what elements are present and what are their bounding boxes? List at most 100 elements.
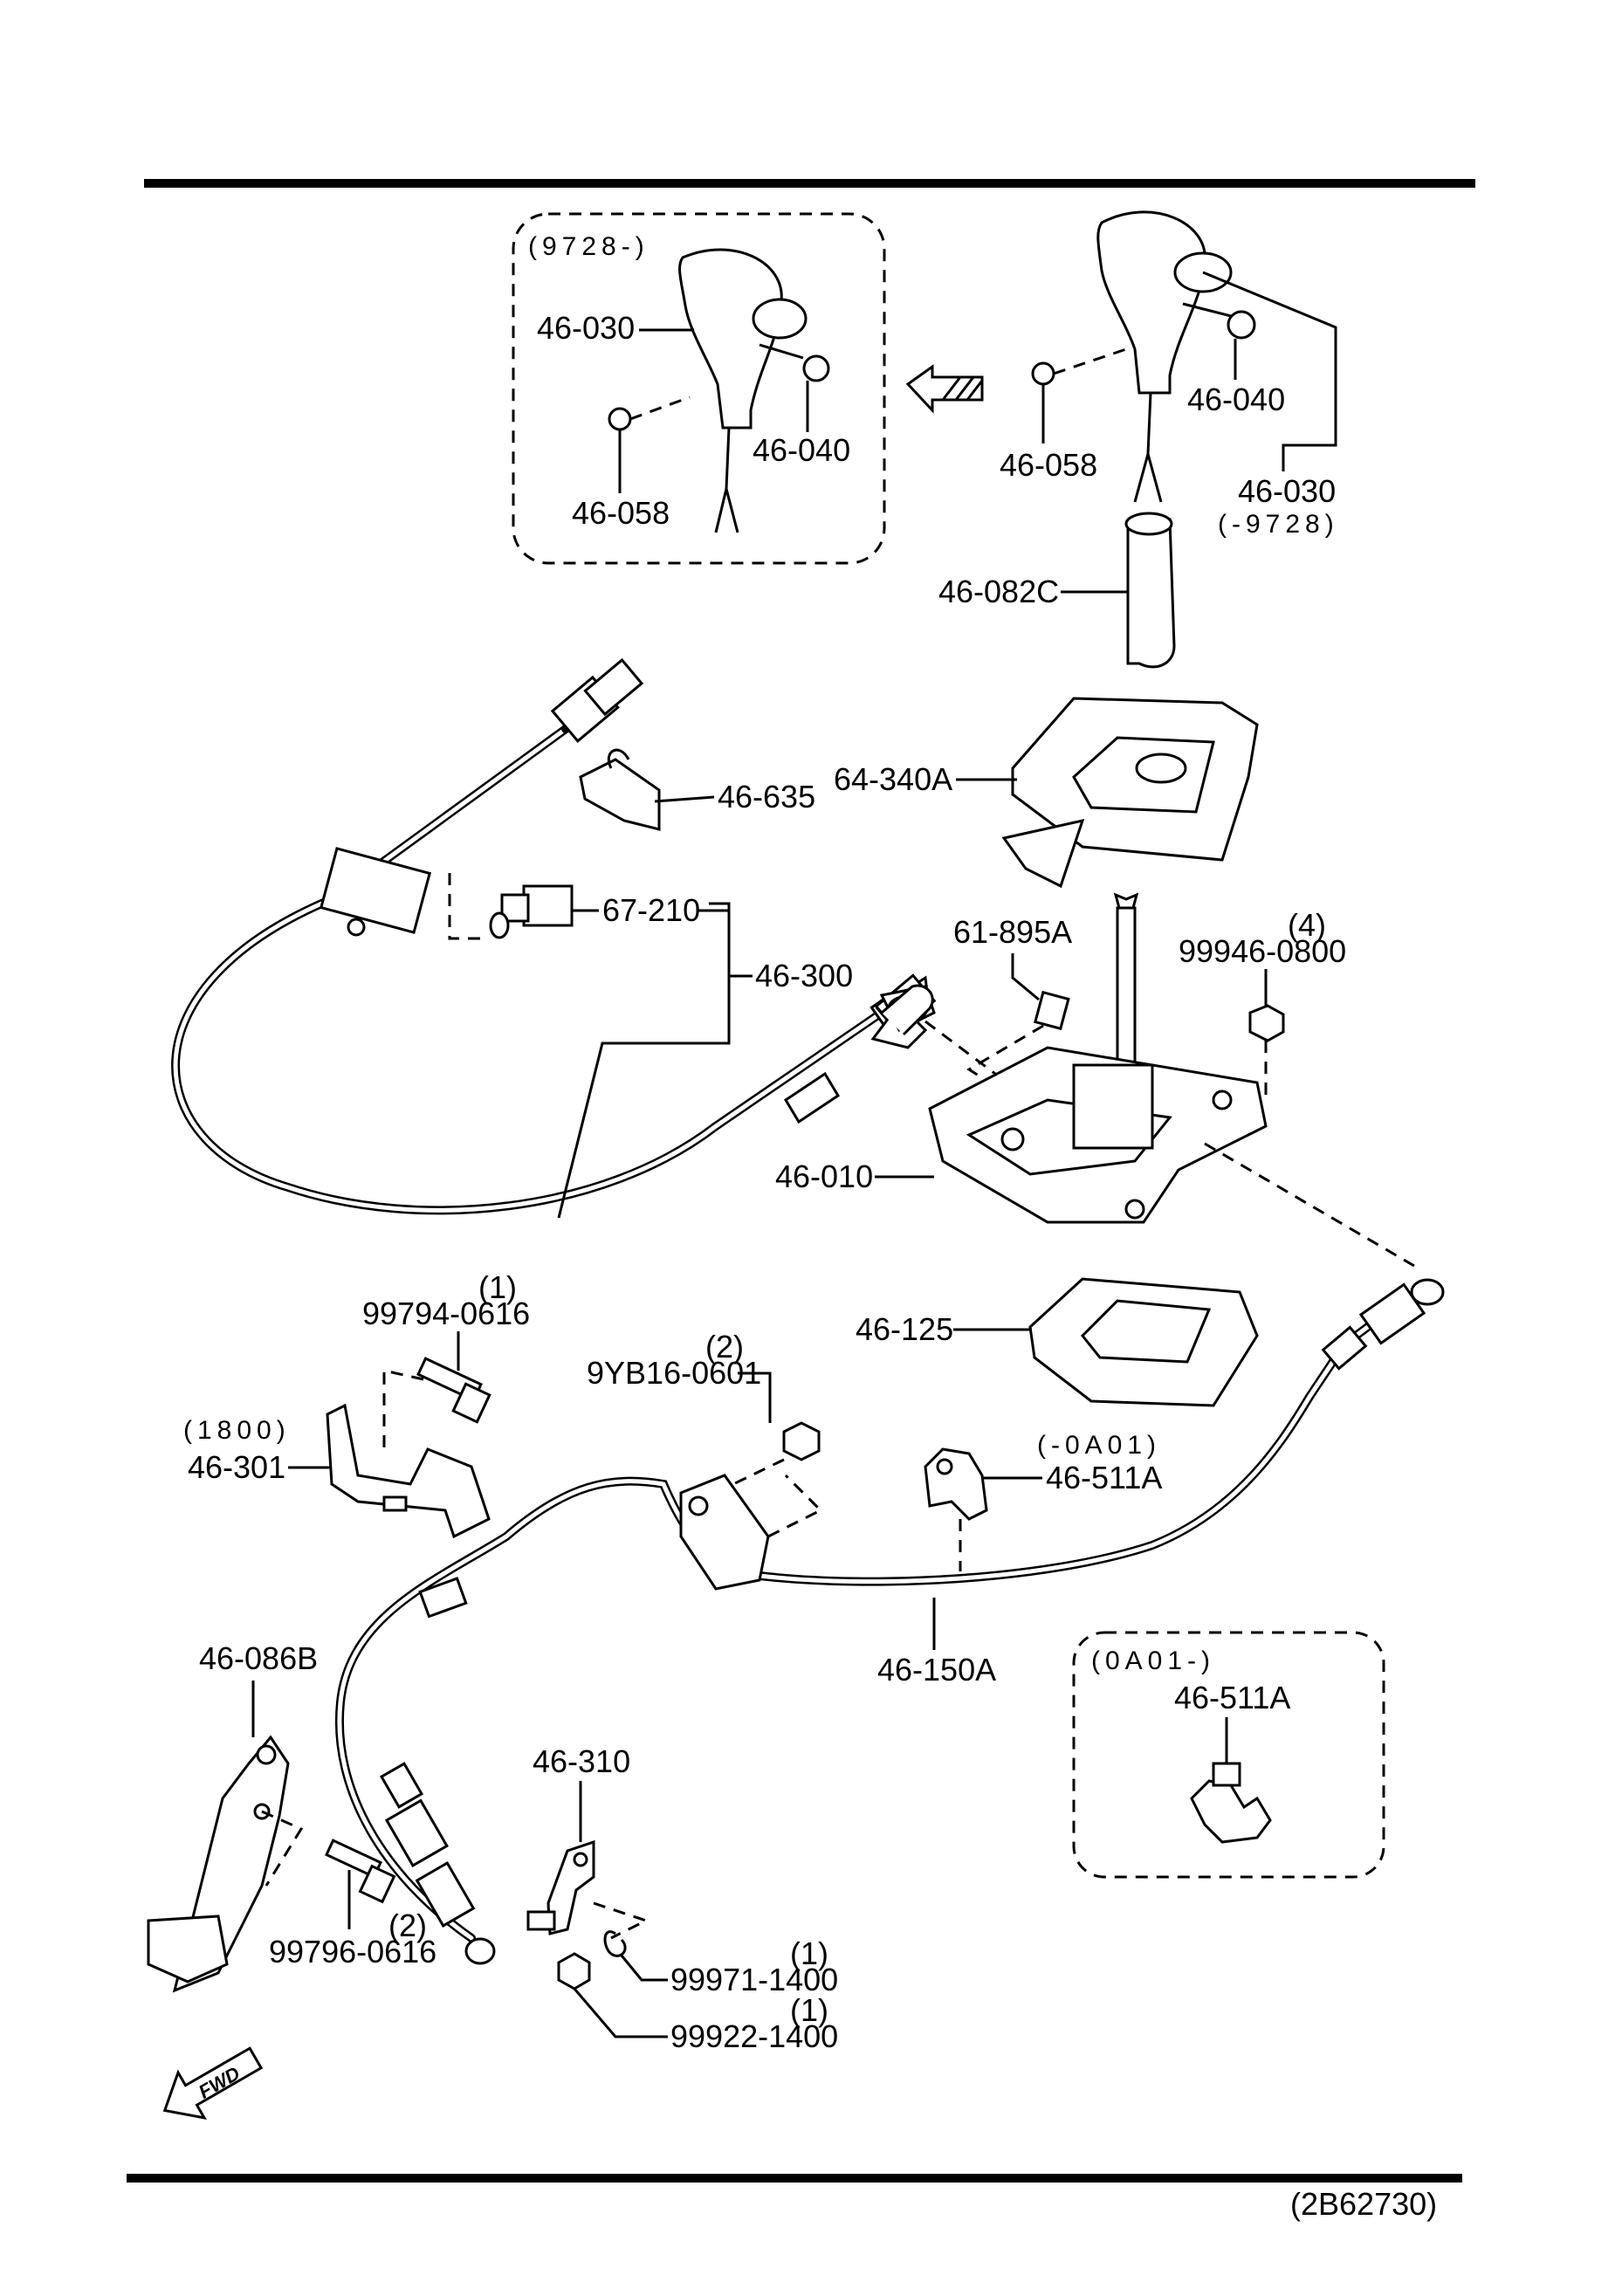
clip-99971: (1) 99971-1400	[603, 1930, 838, 1997]
cable-150a-sleeve-1	[379, 1762, 424, 1809]
inset-bottom-range: (0A01-)	[1091, 1646, 1215, 1675]
cable-sleeve	[783, 1071, 841, 1124]
part-61-895a: 61-895A	[953, 914, 1072, 1110]
label-46-150a: 46-150A	[877, 1652, 996, 1688]
inset-range-label: (9728-)	[528, 232, 649, 261]
cable-150a-right-eye	[1410, 1278, 1445, 1306]
inset-bottom-frame	[1072, 1631, 1385, 1879]
label-64-340a: 64-340A	[834, 761, 952, 797]
bracket-086b-base	[147, 1914, 229, 1983]
label-9yb16-0601: 9YB16-0601	[587, 1355, 761, 1391]
inset-bottom-label: 46-511A	[1174, 1680, 1290, 1715]
main-knob-drawing	[1096, 210, 1206, 395]
label-46-086b: 46-086B	[199, 1640, 318, 1676]
nut-9yb16: (2) 9YB16-0601	[587, 1329, 821, 1486]
guide-310	[593, 1901, 649, 1940]
cable-46-150a: 46-150A	[334, 1278, 1445, 1965]
label-99794-0616: 99794-0616	[362, 1296, 530, 1331]
bolt-99794-head	[451, 1382, 491, 1424]
leader-46-635	[654, 795, 715, 803]
part-46-125: 46-125	[856, 1277, 1259, 1407]
bracket-301-slot	[382, 1495, 408, 1512]
main-knob-button	[1227, 310, 1256, 340]
screw-guide	[629, 395, 691, 421]
figure-code: (2B62730)	[1290, 2186, 1437, 2222]
inset-clip-top	[1212, 1762, 1241, 1787]
fwd-arrow-icon: FWD	[162, 2046, 264, 2121]
panel-indicator	[1135, 753, 1187, 784]
label-knob-range: (-9728)	[1218, 510, 1339, 539]
bracket-086b-hole	[256, 1744, 277, 1765]
cable-150a-flange	[679, 1474, 770, 1591]
clip-511a-hole	[936, 1458, 953, 1475]
knob-button-end	[802, 354, 830, 382]
cable-150a-sleeve-top	[418, 1577, 468, 1619]
bolt-99796-head	[358, 1864, 396, 1904]
fwd-arrow-shape	[162, 2046, 264, 2121]
gear-knob-drawing	[678, 248, 783, 430]
label-46-511a: 46-511A	[1046, 1460, 1162, 1495]
shift-boot: 46-082C	[938, 512, 1176, 669]
knob-wire	[714, 427, 739, 533]
leader-46-300	[557, 902, 731, 1219]
bracket-46-086b: 46-086B	[147, 1640, 318, 1993]
cable-150a-left-eye	[464, 1937, 496, 1965]
label-99971-qty: (1)	[790, 1935, 828, 1971]
label-46-310: 46-310	[533, 1743, 630, 1779]
panel-slot	[1072, 736, 1215, 814]
boot-top	[1124, 512, 1173, 536]
guide-9yb16	[732, 1458, 785, 1486]
main-knob-wire	[1133, 392, 1163, 503]
cable-mid-connector	[319, 847, 432, 934]
cable-150a-flange-hole	[688, 1495, 709, 1516]
shifter-bolt-hole-2	[1124, 1199, 1145, 1220]
label-46-301: 46-301	[188, 1449, 285, 1485]
shifter-assembly: 46-010	[775, 892, 1415, 1268]
nut-99922-drawing	[557, 1952, 591, 1990]
inset-label-46-058: 46-058	[572, 495, 670, 531]
main-screw-guide	[1053, 347, 1127, 375]
cable-150a-sleeve-2	[384, 1798, 449, 1868]
cable-46-150a-path	[334, 1314, 1384, 1942]
label-99946-0800: 99946-0800	[1179, 933, 1346, 969]
cable-46-300: 46-300	[171, 657, 1031, 1219]
bolt-99794: (1) 99794-0616	[362, 1269, 530, 1449]
label-46-635: 46-635	[718, 779, 815, 815]
clip-99971-drawing	[603, 1930, 627, 1957]
label-46-082c: 46-082C	[938, 574, 1059, 609]
inset-knob-9728: (9728-) 46-030 46-040 46-058	[512, 212, 886, 565]
guide-flange	[767, 1474, 823, 1538]
label-9yb16-qty: (2)	[705, 1329, 744, 1365]
inset-frame	[512, 212, 886, 565]
label-46-511a-range: (-0A01)	[1037, 1431, 1161, 1460]
clip-46-635: 46-635	[579, 748, 815, 831]
shift-lever-tip	[1113, 892, 1139, 909]
part-67-210-end	[489, 911, 510, 939]
label-46-030: 46-030	[1238, 473, 1336, 509]
leader-61-895a	[1011, 953, 1040, 1001]
guide-shifter-to-cable	[1204, 1142, 1415, 1268]
nut-99946-drawing	[1248, 1004, 1285, 1042]
inset-label-46-030: 46-030	[537, 310, 635, 346]
panel-tab	[1001, 818, 1085, 889]
label-99796-qty: (2)	[388, 1908, 427, 1943]
knob-button-stem	[759, 343, 804, 360]
part-46-125-inner	[1080, 1299, 1212, 1364]
part-61-895a-drawing	[1034, 990, 1070, 1031]
nut-99946: (4) 99946-0800	[1179, 907, 1346, 1096]
inset-label-46-040: 46-040	[753, 432, 850, 468]
shifter-pivot	[1000, 1127, 1025, 1151]
label-67-210: 67-210	[602, 892, 700, 928]
label-99971-1400: 99971-1400	[670, 1962, 838, 1997]
bracket-46-301: (1800) 46-301	[183, 1403, 491, 1539]
cable-top-connector-2	[583, 657, 644, 717]
shifter-gate	[1072, 1063, 1154, 1150]
label-99946-qty: (4)	[1288, 907, 1326, 943]
part-67-210-block	[522, 884, 574, 927]
bracket-301-drawing	[326, 1403, 491, 1539]
clip-46-511a: (-0A01) 46-511A	[924, 1431, 1162, 1571]
cable-150a-sleeve-3	[415, 1860, 476, 1928]
boot-drawing	[1126, 518, 1176, 669]
bolt-99796: (2) 99796-0616	[269, 1839, 436, 1969]
